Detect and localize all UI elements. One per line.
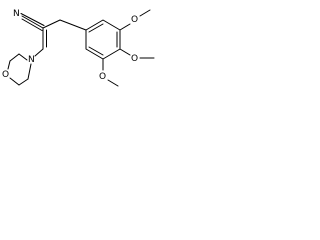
benzene-outer-hexagon: [85, 19, 121, 60]
morpholine-ring: N O: [2, 53, 35, 86]
nitrile-bond-3: [20, 13, 45, 26]
morph-bond-c6-n: [27, 63, 32, 80]
bond-ch-to-n: [34, 48, 44, 57]
morph-bond-c5-c6: [18, 78, 29, 86]
methoxy-middle: O: [119, 48, 155, 64]
morpholine-n-label: N: [28, 55, 35, 65]
structure-canvas: N N O: [0, 0, 160, 92]
bond-c-to-ch2: [42, 19, 61, 29]
methoxy-bottom: O: [99, 58, 119, 87]
morph-bond-n-c2: [18, 53, 28, 61]
nitrile-n-label: N: [13, 9, 20, 19]
methoxy-o-top-label: O: [131, 15, 138, 25]
methoxy-o-mid-label: O: [131, 54, 138, 64]
benzene-inner-bond-1: [88, 23, 104, 33]
morph-bond-c3-o: [7, 60, 11, 70]
bond-ring-to-o-top: [119, 23, 131, 31]
nitrile-bond-1: [21, 15, 44, 29]
morpholine-o-label: O: [2, 70, 9, 80]
nitrile-group: N: [13, 9, 45, 31]
methoxy-top: O: [119, 9, 151, 31]
alkene-backbone: [34, 19, 61, 57]
nitrile-bond-2: [21, 18, 43, 31]
morph-bond-c2-c3: [9, 53, 20, 62]
bond-o-top-to-me: [139, 9, 151, 17]
bond-ring-to-o-mid: [119, 48, 131, 56]
methoxy-o-bot-label: O: [99, 72, 106, 82]
benzene-ring: [85, 19, 121, 60]
benzene-inner-bond-3: [88, 46, 104, 56]
morph-bond-o-c5: [9, 77, 20, 86]
bond-o-bot-to-me: [107, 79, 119, 87]
bond-ch2-to-ring: [59, 19, 87, 31]
chemical-structure-drawing: N N O: [2, 9, 155, 87]
benzyl-linker: [59, 19, 87, 31]
